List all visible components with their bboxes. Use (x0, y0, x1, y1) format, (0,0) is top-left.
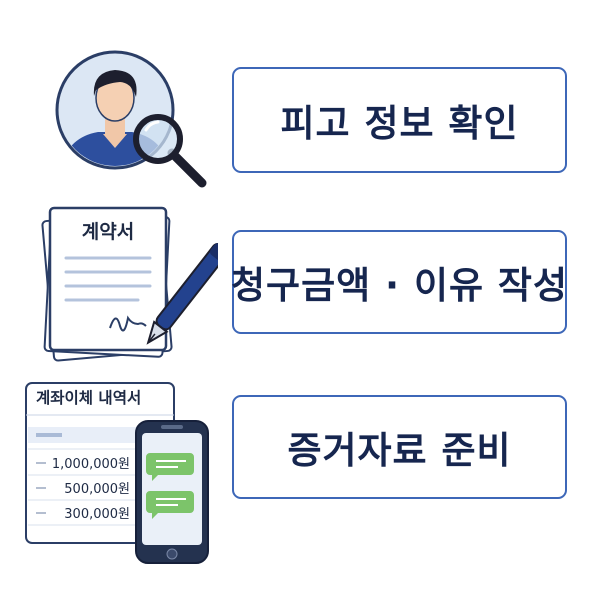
step-label: 청구금액 · 이유 작성 (230, 264, 569, 307)
step-1: 피고 정보 확인 (0, 50, 607, 200)
step-3: 계좌이체 내역서 1,000,000원 500,000원 300,000원 증거… (0, 375, 607, 585)
statement-amount: 1,000,000원 (52, 457, 130, 472)
signature-icon (109, 315, 147, 332)
phone-icon (135, 420, 209, 564)
step-box-2[interactable]: 청구금액 · 이유 작성 (230, 230, 569, 334)
contract-pen-icon: 계약서 (41, 206, 218, 362)
step-label: 증거자료 준비 (287, 429, 512, 472)
step-box-1[interactable]: 피고 정보 확인 (232, 67, 567, 173)
defendant-magnifier-icon (55, 50, 207, 188)
step-2: 계약서 청구금액 · 이유 작성 (0, 200, 607, 365)
step-box-3[interactable]: 증거자료 준비 (232, 395, 567, 499)
statement-title: 계좌이체 내역서 (36, 388, 141, 407)
contract-title: 계약서 (82, 221, 134, 243)
bank-statement-phone-icon: 계좌이체 내역서 1,000,000원 500,000원 300,000원 (25, 382, 209, 564)
step-label: 피고 정보 확인 (280, 102, 519, 145)
statement-amount: 500,000원 (64, 482, 130, 497)
statement-amount: 300,000원 (64, 507, 130, 522)
